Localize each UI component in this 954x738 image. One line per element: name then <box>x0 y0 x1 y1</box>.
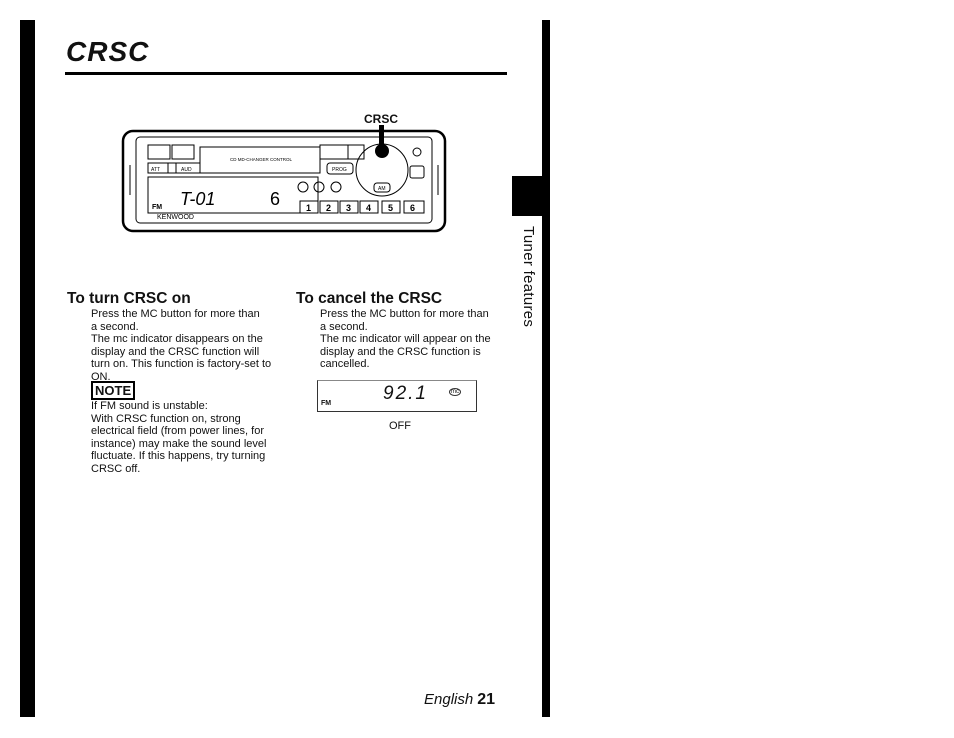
display-band: FM <box>152 204 162 211</box>
preset-2: 2 <box>326 203 331 213</box>
preset-buttons: 1 2 3 4 5 6 <box>299 200 425 214</box>
att-button-label: ATT <box>151 167 160 173</box>
car-stereo-illustration: ATT AUD CD MD-CHANGER CONTROL T-01 6 FM … <box>121 125 447 233</box>
text-line: ON. <box>91 370 111 383</box>
text-line: display and the CRSC function is <box>320 345 481 358</box>
text-line: cancelled. <box>320 358 370 370</box>
preset-6: 6 <box>410 203 415 213</box>
preset-5: 5 <box>388 203 393 213</box>
aud-button-label: AUD <box>181 167 192 173</box>
preset-4: 4 <box>366 203 371 213</box>
scan-border-left <box>20 20 35 717</box>
display-caption: CD MD-CHANGER CONTROL <box>230 157 292 162</box>
note-label: NOTE <box>91 381 136 400</box>
side-tab-label: Tuner features <box>520 226 537 328</box>
display-text: T-01 <box>180 189 215 209</box>
lcd-frequency: 92.1 <box>383 383 428 404</box>
brand-logo: KENWOOD <box>157 214 194 221</box>
section-cancel: To cancel the CRSC Press the MC button f… <box>296 290 491 371</box>
crsc-callout-label: CRSC <box>364 112 399 126</box>
footer-language: English <box>424 691 474 708</box>
text-line: Press the MC button for more than <box>91 308 260 320</box>
section-turn-on: To turn CRSC on Press the MC button for … <box>67 290 271 383</box>
text-line: turn on. This function is factory-set to <box>91 358 272 370</box>
text-line: display and the CRSC function will <box>91 345 260 358</box>
text-line: If FM sound is unstable: <box>91 400 208 412</box>
section-heading: To turn CRSC on <box>67 290 191 307</box>
preset-3: 3 <box>346 203 351 213</box>
text-line: The mc indicator will appear on the <box>320 333 491 345</box>
am-button-label: AM <box>378 186 386 192</box>
lcd-caption: OFF <box>389 420 411 432</box>
text-line: a second. <box>91 320 139 333</box>
text-line: instance) may make the sound level <box>91 437 267 450</box>
prog-button-label: PROG <box>332 167 347 173</box>
text-line: a second. <box>320 320 368 333</box>
page-title: CRSC <box>66 36 150 67</box>
lcd-display-example: 92.1 FM mc <box>317 380 477 412</box>
mc-indicator-icon: mc <box>449 388 461 396</box>
title-rule <box>65 72 507 75</box>
text-line: electrical field (from power lines, for <box>91 425 265 437</box>
display-digit: 6 <box>270 189 280 209</box>
note-body: If FM sound is unstable: With CRSC funct… <box>91 400 266 475</box>
text-line: Press the MC button for more than <box>320 308 489 320</box>
text-line: fluctuate. If this happens, try turning <box>91 450 266 462</box>
scan-border-right <box>542 20 550 717</box>
lcd-band: FM <box>321 400 332 407</box>
section-tab <box>512 176 550 216</box>
page-number: 21 <box>477 691 495 708</box>
text-line: CRSC off. <box>91 462 141 475</box>
preset-1: 1 <box>306 203 311 213</box>
text-line: With CRSC function on, strong <box>91 412 241 425</box>
section-heading: To cancel the CRSC <box>296 290 443 307</box>
text-line: The mc indicator disappears on the <box>91 333 263 345</box>
